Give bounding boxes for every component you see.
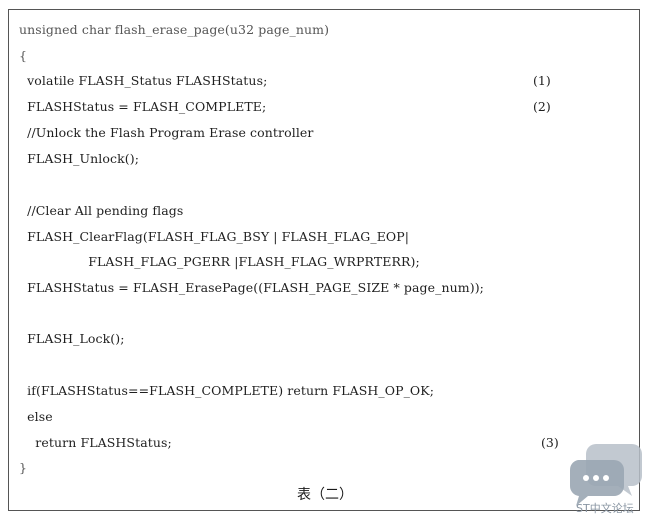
code-line-15: if(FLASHStatus==FLASH_COMPLETE) return F… [19,383,435,398]
line-marker-3: (3) [541,435,559,450]
code-line-4: FLASHStatus = FLASH_COMPLETE; [19,99,267,114]
code-line-2: { [19,48,28,63]
code-line-18: } [19,460,28,475]
code-line-17: return FLASHStatus; [19,435,172,450]
code-line-1: unsigned char flash_erase_page(u32 page_… [19,22,330,37]
code-line-3: volatile FLASH_Status FLASHStatus; [19,73,268,88]
code-line-9: FLASH_ClearFlag(FLASH_FLAG_BSY | FLASH_F… [19,229,410,244]
code-line-8: //Clear All pending flags [19,203,184,218]
code-line-5: //Unlock the Flash Program Erase control… [19,125,314,140]
watermark-text: ST中文论坛 [576,502,634,515]
table-caption: 表（二） [297,487,353,503]
code-line-11: FLASHStatus = FLASH_ErasePage((FLASH_PAG… [19,280,484,295]
code-figure-frame: unsigned char flash_erase_page(u32 page_… [8,9,640,511]
code-line-6: FLASH_Unlock(); [19,151,140,166]
code-line-16: else [19,409,53,424]
code-line-13: FLASH_Lock(); [19,331,125,346]
line-marker-2: (2) [533,99,551,114]
chat-bubbles-icon [569,444,642,506]
code-line-10: FLASH_FLAG_PGERR |FLASH_FLAG_WRPRTERR); [19,254,420,269]
line-marker-1: (1) [533,73,551,88]
